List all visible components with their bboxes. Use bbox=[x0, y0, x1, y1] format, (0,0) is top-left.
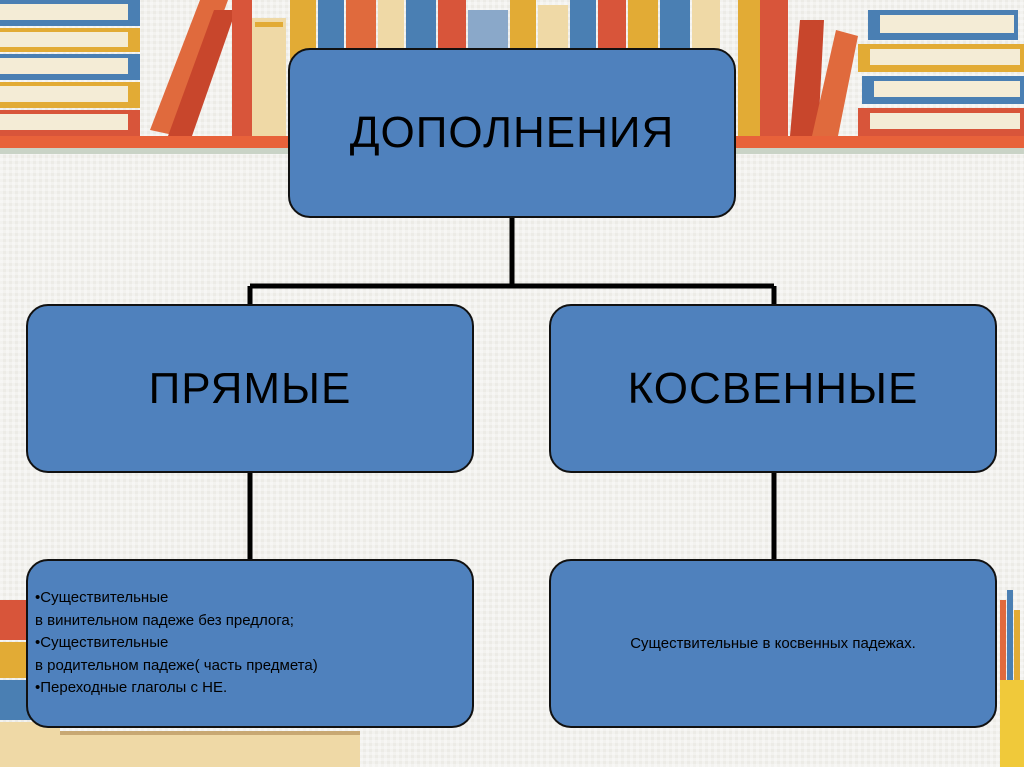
indirect-detail-text: Существительные в косвенных падежах. bbox=[630, 635, 916, 652]
node-root: ДОПОЛНЕНИЯ bbox=[288, 48, 736, 218]
node-direct-label: ПРЯМЫЕ bbox=[149, 364, 352, 414]
node-indirect-detail: Существительные в косвенных падежах. bbox=[549, 559, 997, 728]
detail-item: •Существительные в родительном падеже( ч… bbox=[35, 632, 318, 677]
node-indirect: КОСВЕННЫЕ bbox=[549, 304, 997, 473]
node-direct: ПРЯМЫЕ bbox=[26, 304, 474, 473]
node-direct-detail: •Существительные в винительном падеже бе… bbox=[26, 559, 474, 728]
node-indirect-label: КОСВЕННЫЕ bbox=[628, 364, 919, 414]
detail-item: •Существительные в винительном падеже бе… bbox=[35, 587, 318, 632]
direct-detail-list: •Существительные в винительном падеже бе… bbox=[35, 587, 318, 700]
node-root-label: ДОПОЛНЕНИЯ bbox=[350, 108, 675, 158]
detail-item: •Переходные глаголы с НЕ. bbox=[35, 677, 318, 700]
